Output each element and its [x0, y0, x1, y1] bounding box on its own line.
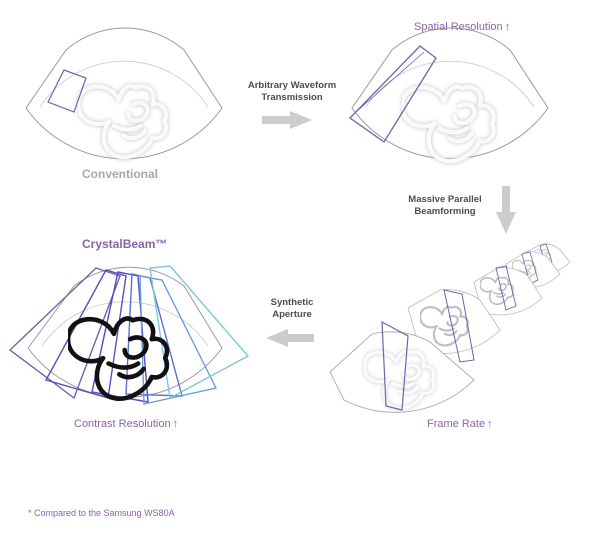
- fetus-icon: [78, 86, 166, 157]
- arbitrary-waveform-line1: Arbitrary Waveform: [247, 80, 337, 91]
- massive-parallel-line2: Beamforming: [414, 206, 476, 217]
- arbitrary-waveform-line2: Transmission: [261, 92, 323, 103]
- spatial-resolution-label: Spatial Resolution↑: [414, 21, 510, 33]
- cascade-frame-3: [473, 265, 543, 316]
- cascade-frame-1: [329, 320, 475, 413]
- conventional-label: Conventional: [82, 167, 159, 181]
- up-arrow-icon: ↑: [504, 21, 511, 33]
- arbitrary-waveform-label: Arbitrary Waveform Transmission: [244, 80, 340, 104]
- massive-parallel-label: Massive Parallel Beamforming: [400, 194, 490, 218]
- right-arrow-icon: [262, 111, 312, 129]
- fetus-icon: [402, 87, 494, 161]
- synthetic-aperture-line2: Aperture: [272, 309, 312, 320]
- spatial-resolution-text: Spatial Resolution: [414, 21, 503, 33]
- beam-overlay: [8, 265, 250, 405]
- single-beam-outline: [47, 69, 87, 113]
- up-arrow-icon: ↑: [487, 418, 493, 430]
- footnote: * Compared to the Samsung WS80A: [28, 508, 175, 518]
- crystalbeam-title: CrystalBeam™: [82, 237, 168, 251]
- synthetic-aperture-line1: Synthetic: [270, 297, 314, 308]
- contrast-resolution-text: Contrast Resolution: [74, 418, 171, 430]
- synthetic-aperture-label: Synthetic Aperture: [256, 297, 328, 321]
- conventional-fan: [25, 27, 223, 159]
- up-arrow-icon: ↑: [172, 418, 179, 430]
- crystalbeam-fan: [8, 265, 250, 405]
- frame-rate-text: Frame Rate: [427, 418, 486, 430]
- down-arrow-icon: [496, 186, 516, 234]
- frame-rate-label: Frame Rate↑: [427, 418, 493, 430]
- contrast-resolution-label: Contrast Resolution↑: [74, 418, 178, 430]
- wide-beam-outline: [349, 45, 437, 143]
- left-arrow-icon: [266, 329, 314, 347]
- spatial-fan: [349, 27, 549, 161]
- massive-parallel-line1: Massive Parallel: [408, 194, 482, 205]
- frame-rate-cascade: [329, 243, 571, 413]
